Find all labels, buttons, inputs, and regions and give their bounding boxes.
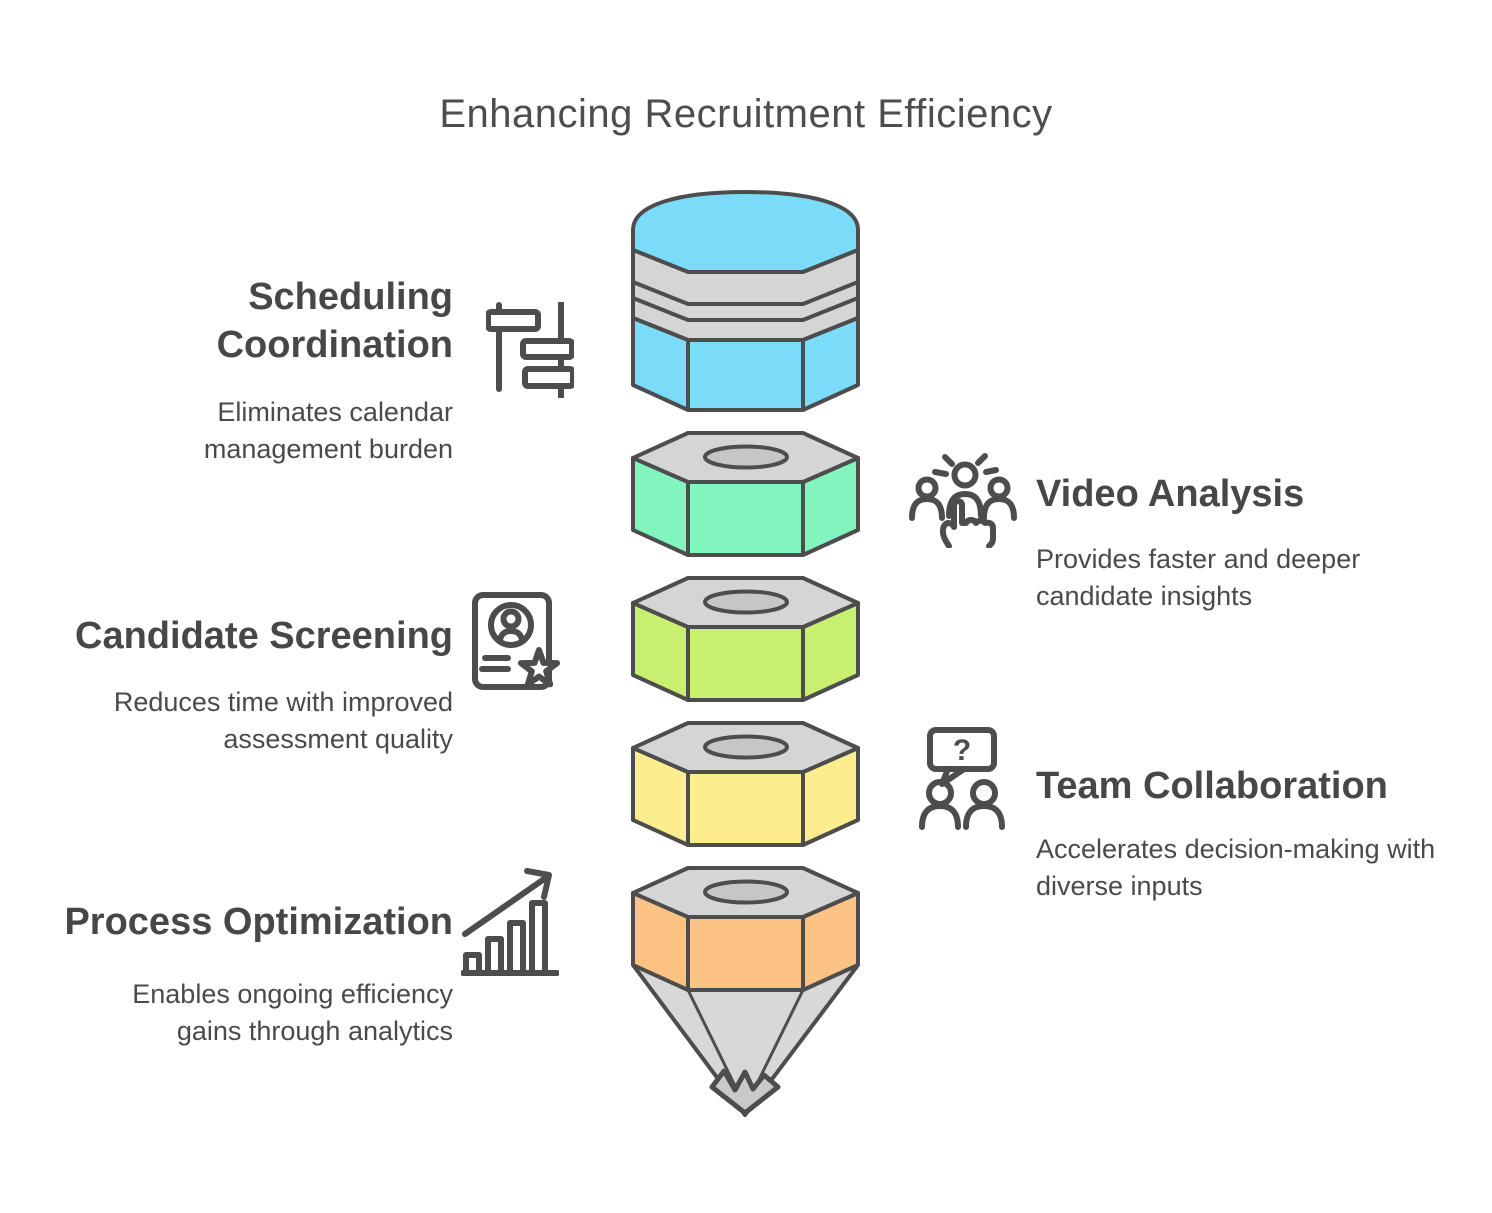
question-discussion-icon: ?	[919, 727, 1005, 830]
description-video-analysis: Provides faster and deeper candidate ins…	[1036, 544, 1361, 611]
funnel-eraser-top	[631, 190, 860, 274]
heading-team-collaboration: Team Collaboration	[1036, 765, 1388, 807]
heading-video-analysis: Video Analysis	[1036, 473, 1305, 515]
description-process-optimization: Enables ongoing efficiency gains through…	[132, 979, 453, 1046]
pencil-funnel-graphic	[631, 190, 860, 1117]
growth-bar-chart-icon	[461, 868, 559, 976]
page-title: Enhancing Recruitment Efficiency	[439, 92, 1053, 136]
heading-scheduling-coordination: Scheduling Coordination	[216, 276, 453, 366]
funnel-segment-green	[631, 431, 860, 557]
audience-pointer-icon	[909, 453, 1017, 548]
heading-process-optimization: Process Optimization	[64, 901, 453, 943]
funnel-segment-orange	[631, 866, 860, 992]
funnel-segment-yellow	[631, 721, 860, 847]
description-scheduling-coordination: Eliminates calendar management burden	[203, 397, 453, 464]
funnel-cone-tip	[631, 963, 860, 1117]
heading-candidate-screening: Candidate Screening	[75, 615, 453, 657]
description-candidate-screening: Reduces time with improved assessment qu…	[113, 687, 453, 754]
funnel-segment-blue	[631, 316, 860, 412]
question-mark-glyph: ?	[953, 734, 971, 767]
id-card-star-icon	[472, 592, 561, 690]
gantt-schedule-icon	[486, 302, 574, 398]
funnel-segment-lime	[631, 576, 860, 702]
description-team-collaboration: Accelerates decision-making with diverse…	[1036, 834, 1436, 901]
